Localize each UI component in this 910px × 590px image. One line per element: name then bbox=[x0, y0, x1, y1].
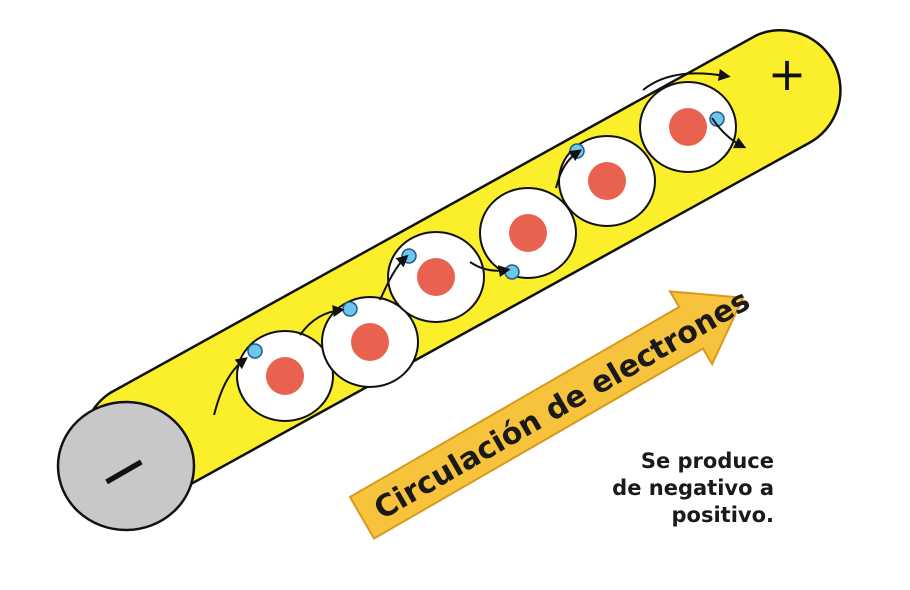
electron-paths bbox=[213, 68, 747, 416]
note-line-1: Se produce bbox=[640, 449, 774, 473]
atom-nucleus bbox=[588, 162, 626, 200]
electron-path-arrow bbox=[213, 357, 248, 416]
atom-nucleus bbox=[509, 214, 547, 252]
electron bbox=[401, 248, 417, 264]
note-line-2: de negativo a bbox=[612, 476, 774, 500]
electron-path-arrow bbox=[642, 68, 731, 91]
electron-path-arrow bbox=[711, 117, 747, 149]
atom bbox=[479, 187, 577, 279]
electron-path-arrow bbox=[299, 305, 345, 336]
electron bbox=[247, 343, 263, 359]
wire-end-cap bbox=[56, 400, 196, 532]
explanation-note: Se produce de negativo a positivo. bbox=[534, 448, 774, 529]
atom bbox=[558, 135, 656, 227]
electron-path-arrow bbox=[469, 261, 511, 278]
flow-arrow-shape bbox=[348, 290, 745, 540]
atoms-group bbox=[236, 81, 737, 422]
electron bbox=[504, 264, 520, 280]
atom-nucleus bbox=[669, 108, 707, 146]
positive-sign: + bbox=[768, 47, 807, 101]
atom bbox=[321, 296, 419, 388]
atom bbox=[387, 231, 485, 323]
atom bbox=[639, 81, 737, 173]
note-line-3: positivo. bbox=[671, 503, 775, 527]
atom-nucleus bbox=[266, 357, 304, 395]
atom-nucleus bbox=[417, 258, 455, 296]
electron bbox=[342, 301, 358, 317]
atom-nucleus bbox=[351, 323, 389, 361]
electron-path-arrow bbox=[379, 254, 409, 301]
electron-path-arrow bbox=[555, 149, 582, 189]
